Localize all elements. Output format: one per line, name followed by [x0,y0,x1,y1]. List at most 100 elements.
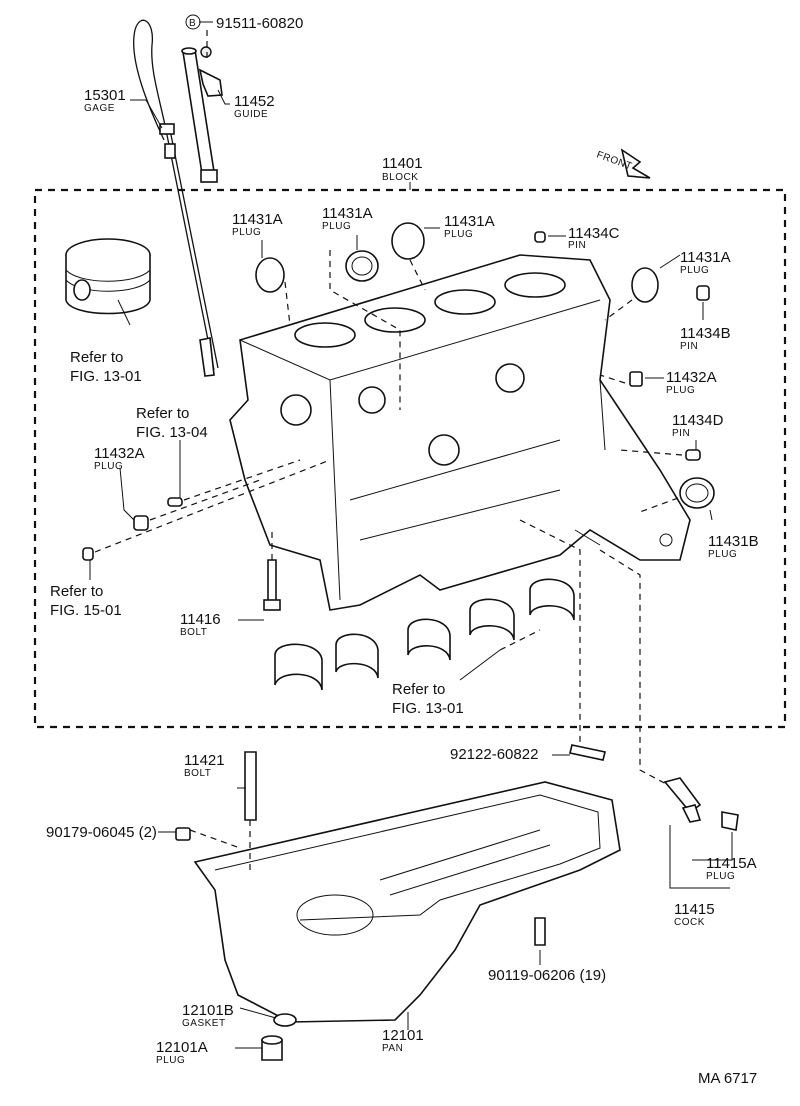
svg-text:11434C: 11434C [568,225,620,242]
svg-text:PAN: PAN [382,1043,403,1054]
label-11432a-left: 11432A PLUG [94,445,145,472]
svg-text:11431A: 11431A [322,205,373,222]
svg-text:PLUG: PLUG [322,221,351,232]
plug-11432a-right [629,371,643,387]
plug-12101a [261,1035,283,1061]
stud-92122 [569,744,606,761]
svg-text:11421: 11421 [184,752,225,769]
svg-text:Refer to: Refer to [136,405,189,422]
bolt-91511 [200,46,212,58]
label-92122: 92122-60822 [450,746,538,763]
svg-text:11431A: 11431A [444,213,495,230]
label-11431a-1: 11431A PLUG [232,211,283,238]
svg-text:91511-60820: 91511-60820 [216,15,303,32]
svg-text:11452: 11452 [234,93,275,110]
oil-pan-12101 [193,781,621,1023]
guide-tube-11452 [181,47,223,183]
plug-11431b [679,477,715,509]
svg-text:11432A: 11432A [666,369,717,386]
block-group-frame [33,188,787,729]
label-11434b: 11434B PIN [680,325,731,352]
plug-11431a-4 [631,267,659,303]
svg-text:90179-06045 (2): 90179-06045 (2) [46,824,157,841]
ref-fig-13-04: Refer to FIG. 13-04 [136,405,208,441]
leader-lines [89,21,733,1049]
main-bearings [274,578,575,691]
svg-text:PLUG: PLUG [94,461,123,472]
svg-text:GUIDE: GUIDE [234,109,268,120]
label-11401: 11401 BLOCK [382,155,423,183]
label-11415a: 11415A PLUG [706,855,757,882]
label-15301: 15301 GAGE [84,87,126,114]
svg-text:11415A: 11415A [706,855,757,872]
svg-text:GAGE: GAGE [84,103,115,114]
svg-text:PLUG: PLUG [232,227,261,238]
svg-text:Refer to: Refer to [50,583,103,600]
plug-11431a-1 [255,257,285,293]
bolt-11421 [244,751,257,821]
label-11416: 11416 BOLT [180,611,221,638]
svg-text:Refer to: Refer to [70,349,123,366]
svg-text:PLUG: PLUG [708,549,737,560]
pin-11434b [696,285,710,301]
svg-text:90119-06206 (19): 90119-06206 (19) [488,967,606,984]
pin-13-04 [167,497,183,507]
svg-text:PLUG: PLUG [666,385,695,396]
svg-text:12101: 12101 [382,1027,424,1044]
pin-11434c [534,231,546,243]
pin-11434d [685,449,701,461]
svg-text:FIG. 13-04: FIG. 13-04 [136,424,208,441]
plug-11431a-3 [391,222,425,260]
svg-text:B: B [189,18,196,29]
ref-fig-13-01-piston: Refer to FIG. 13-01 [70,349,142,385]
svg-text:PLUG: PLUG [680,265,709,276]
cylinder-block-11401 [229,254,691,611]
gasket-12101b [273,1013,297,1027]
label-11415: 11415 COCK [674,901,715,928]
svg-text:11434B: 11434B [680,325,731,342]
svg-text:11434D: 11434D [672,412,724,429]
svg-text:FIG. 15-01: FIG. 15-01 [50,602,122,619]
label-12101a: 12101A PLUG [156,1039,208,1066]
drain-cock-11415 [663,777,702,823]
svg-text:BOLT: BOLT [184,768,211,779]
svg-text:11431B: 11431B [708,533,759,550]
bolt-11416 [263,559,281,611]
svg-text:11431A: 11431A [680,249,731,266]
label-11452: 11452 GUIDE [234,93,275,120]
svg-text:GASKET: GASKET [182,1018,226,1029]
front-arrow-icon: FRONT [595,148,651,179]
label-11434d: 11434D PIN [672,412,724,439]
svg-text:PLUG: PLUG [156,1055,185,1066]
dipstick-gage-15301 [133,19,219,377]
svg-text:PIN: PIN [680,341,698,352]
svg-text:PIN: PIN [672,428,690,439]
svg-text:92122-60822: 92122-60822 [450,746,538,763]
svg-text:11415: 11415 [674,901,715,918]
label-90119: 90119-06206 (19) [488,967,606,984]
svg-text:15301: 15301 [84,87,126,104]
svg-text:11401: 11401 [382,155,423,172]
label-12101b: 12101B GASKET [182,1002,234,1029]
svg-text:PIN: PIN [568,240,586,251]
label-11431a-3: 11431A PLUG [444,213,495,240]
label-11431a-2: 11431A PLUG [322,205,373,232]
svg-text:11431A: 11431A [232,211,283,228]
svg-text:COCK: COCK [674,917,705,928]
label-12101: 12101 PAN [382,1027,424,1054]
label-91511: B 91511-60820 [185,14,303,32]
svg-text:PLUG: PLUG [444,229,473,240]
svg-text:Refer to: Refer to [392,681,445,698]
label-90179: 90179-06045 (2) [46,824,157,841]
svg-text:12101B: 12101B [182,1002,234,1019]
ref-fig-13-01-bearings: Refer to FIG. 13-01 [392,681,464,717]
label-11432a-right: 11432A PLUG [666,369,717,396]
plug-11415a [721,811,739,831]
drawing-code: MA 6717 [698,1070,757,1087]
label-11434c: 11434C PIN [568,225,620,251]
svg-text:PLUG: PLUG [706,871,735,882]
bolt-90179 [175,827,191,841]
piston-ref [65,238,151,326]
